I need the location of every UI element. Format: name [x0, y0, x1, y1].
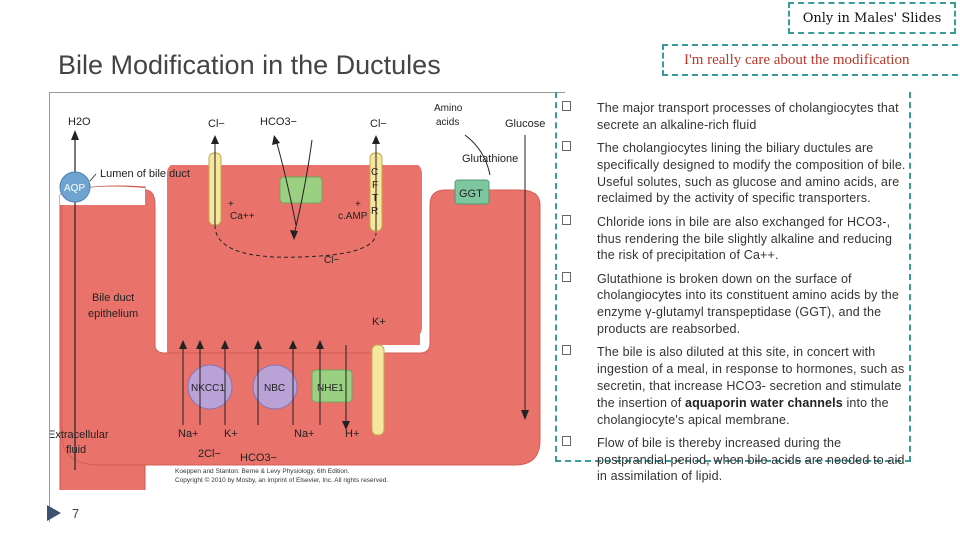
- cftr-t: T: [372, 193, 378, 204]
- bullet-list: The major transport processes of cholang…: [562, 100, 907, 492]
- bullet-item: Chloride ions in bile are also exchanged…: [562, 214, 907, 264]
- cftr-f: F: [372, 180, 378, 191]
- slide-marker-icon: [47, 505, 61, 521]
- checkbox-icon: [562, 101, 571, 111]
- h-plus-label: H+: [345, 428, 359, 440]
- annotation-note: I'm really care about the modification: [662, 44, 958, 76]
- nkcc1-label: NKCC1: [191, 383, 225, 394]
- nbc-transporter: [252, 364, 298, 410]
- nbc-label: NBC: [264, 383, 285, 394]
- bullet-box: [555, 92, 911, 462]
- duct-wall: [61, 188, 541, 466]
- plus-left: +: [228, 199, 234, 210]
- k-channel: [371, 344, 385, 436]
- cl-recycle-path: [214, 224, 377, 258]
- hco3-top-label: HCO3−: [260, 116, 297, 128]
- page-number: 7: [72, 506, 80, 521]
- bullet-item: The bile is also diluted at this site, i…: [562, 344, 907, 428]
- credit-line-1: Koeppen and Stanton: Berne & Levy Physio…: [175, 468, 350, 475]
- epithelium-label-1: Bile duct: [92, 292, 134, 304]
- nhe1-transporter: [311, 369, 353, 403]
- ca-label: Ca++: [230, 211, 255, 222]
- hco3-bottom-label: HCO3−: [240, 452, 277, 464]
- h2o-label: H2O: [68, 116, 91, 128]
- two-cl-label: 2Cl−: [198, 448, 221, 460]
- males-only-badge: Only in Males' Slides: [788, 2, 956, 34]
- top-rule: [49, 92, 565, 93]
- central-cell: [167, 163, 422, 338]
- glutathione-label: Glutathione: [462, 153, 518, 165]
- amino-label-2: acids: [436, 117, 459, 128]
- slide-title: Bile Modification in the Ductules: [58, 50, 441, 80]
- na-label-2: Na+: [294, 428, 315, 440]
- bullet-item: Flow of bile is thereby increased during…: [562, 435, 907, 485]
- plus-right: +: [355, 199, 361, 210]
- checkbox-icon: [562, 271, 571, 282]
- bullet-item: The cholangiocytes lining the biliary du…: [562, 140, 907, 207]
- aqp-label: AQP: [64, 183, 85, 194]
- aquaporin-emphasis: aquaporin water channels: [685, 395, 843, 410]
- aqp-channel: [59, 171, 91, 203]
- nkcc1-transporter: [187, 364, 233, 410]
- extracellular-label-1: Extracellular: [50, 429, 109, 441]
- lumen-space: [155, 95, 435, 165]
- amino-label-1: Amino: [434, 103, 463, 114]
- k-bottom-label: K+: [224, 428, 238, 440]
- bullet-item: The major transport processes of cholang…: [562, 100, 907, 134]
- ggt-label: GGT: [459, 188, 483, 200]
- ggt-enzyme: [454, 179, 490, 205]
- cftr-r: R: [371, 206, 378, 217]
- credit-line-2: Copyright © 2010 by Mosby, an imprint of…: [175, 476, 388, 484]
- bullet-item: Glutathione is broken down on the surfac…: [562, 271, 907, 338]
- checkbox-icon: [562, 435, 571, 446]
- cl-right-label: Cl−: [370, 118, 387, 130]
- extracellular-label-2: fluid: [66, 444, 86, 456]
- checkbox-icon: [562, 214, 571, 225]
- basolateral-arrows: [182, 345, 347, 425]
- lumen-label: Lumen of bile duct: [100, 168, 190, 180]
- epithelium-label-2: epithelium: [88, 308, 138, 320]
- cl-left-label: Cl−: [208, 118, 225, 130]
- cl-bottom-label: Cl−: [324, 255, 339, 266]
- glucose-label: Glucose: [505, 118, 545, 130]
- camp-label: c.AMP: [338, 211, 368, 222]
- bile-ductule-diagram: H2O AQP Lumen of bile duct Bile duct epi…: [50, 95, 545, 490]
- checkbox-icon: [562, 141, 571, 152]
- k-plus-label: K+: [372, 316, 386, 328]
- checkbox-icon: [562, 345, 571, 356]
- na-label-1: Na+: [178, 428, 199, 440]
- cftr-c: C: [371, 167, 378, 178]
- left-rule: [49, 92, 50, 522]
- nhe1-label: NHE1: [317, 383, 344, 394]
